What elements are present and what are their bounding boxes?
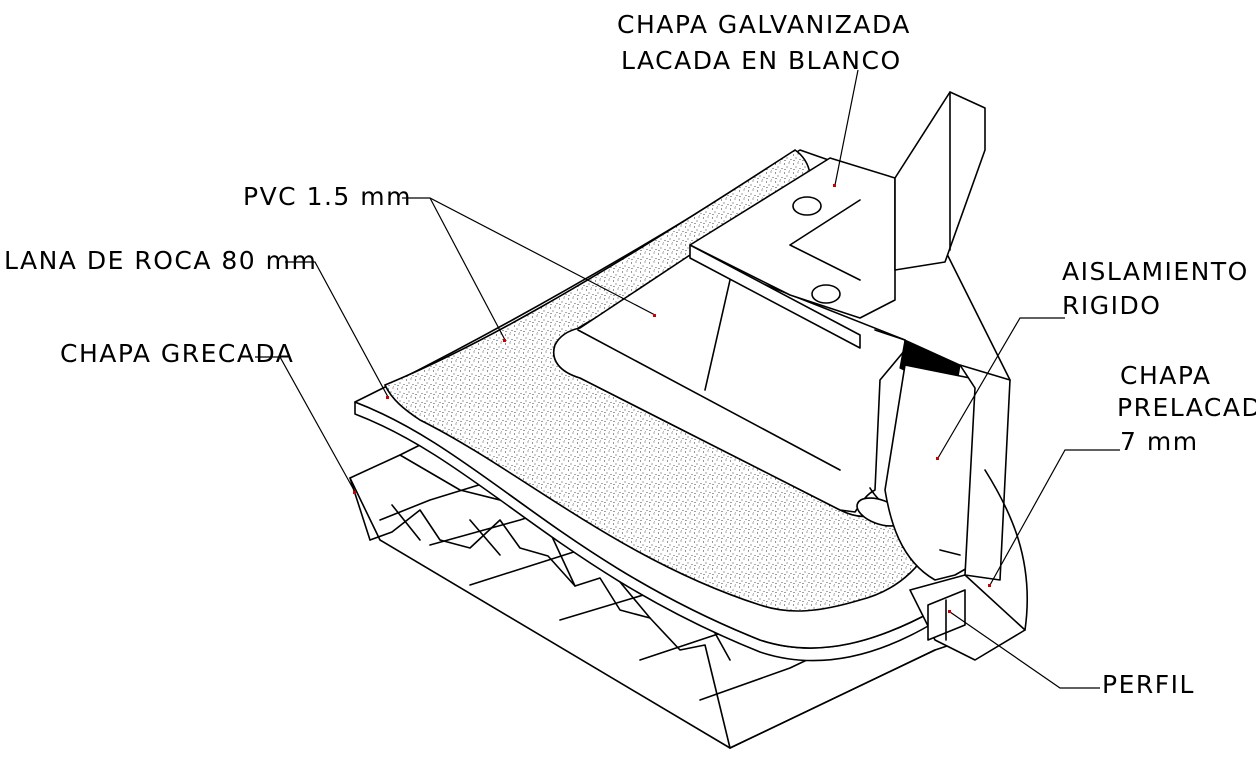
label-chapa-grecada: CHAPA GRECADA [60, 339, 294, 368]
labels: CHAPA GALVANIZADA LACADA EN BLANCO PVC 1… [4, 10, 1256, 699]
chapa-galvanizada-flashing [689, 157, 896, 391]
leader-lines [255, 69, 1120, 689]
label-aislamiento-line2: RIGIDO [1062, 291, 1161, 320]
label-aislamiento-line1: AISLAMIENTO [1062, 257, 1249, 286]
label-chapa-prelacada-line1: CHAPA [1120, 361, 1211, 390]
pointer-dot [653, 314, 656, 317]
pointer-dot [503, 339, 506, 342]
pointer-dot [386, 396, 389, 399]
label-chapa-galvanizada-line2: LACADA EN BLANCO [621, 46, 902, 75]
label-pvc: PVC 1.5 mm [243, 182, 412, 211]
label-chapa-prelacada-line2: PRELACADA [1117, 393, 1256, 422]
back-wall-block [894, 91, 986, 271]
pointer-dot [833, 184, 836, 187]
pointer-dot [948, 610, 951, 613]
label-chapa-galvanizada-line1: CHAPA GALVANIZADA [617, 10, 911, 39]
pointer-dot [936, 457, 939, 460]
label-perfil: PERFIL [1102, 670, 1195, 699]
pointer-dot [353, 491, 356, 494]
aislamiento-rigido-and-chapa-prelacada [884, 364, 1029, 631]
perfil-profile [909, 574, 1026, 661]
label-lana-de-roca: LANA DE ROCA 80 mm [4, 246, 317, 275]
pointer-dot [988, 584, 991, 587]
label-chapa-prelacada-line3: 7 mm [1120, 427, 1199, 456]
